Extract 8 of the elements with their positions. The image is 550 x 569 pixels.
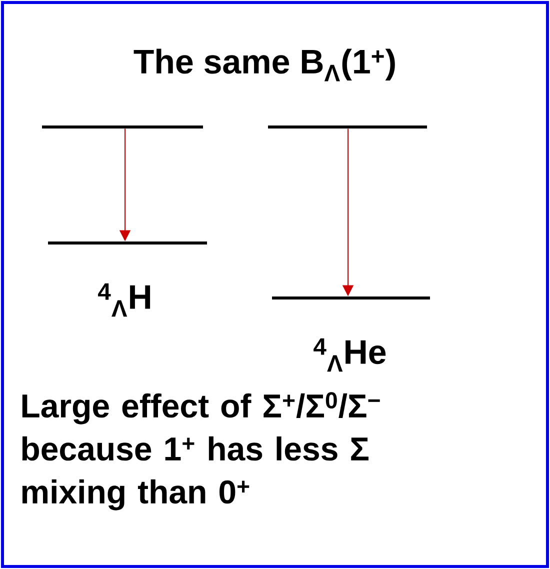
title: The same B$_{Λ}$(1$^{+}$) bbox=[134, 48, 395, 82]
isotope-label: 4$_{Λ}$H bbox=[98, 283, 150, 317]
energy-level bbox=[48, 242, 207, 244]
note-text: Large effect of Σ$^{+}$/Σ$^{0}$/Σ$^{−}$ because 1$^{+}$ has less Σ mixing than 0$^{+}$ bbox=[22, 392, 380, 510]
isotope-label: 4$_{Λ}$He bbox=[314, 338, 386, 372]
energy-level bbox=[272, 296, 430, 300]
energy-level bbox=[42, 126, 203, 128]
energy-level bbox=[268, 126, 427, 128]
